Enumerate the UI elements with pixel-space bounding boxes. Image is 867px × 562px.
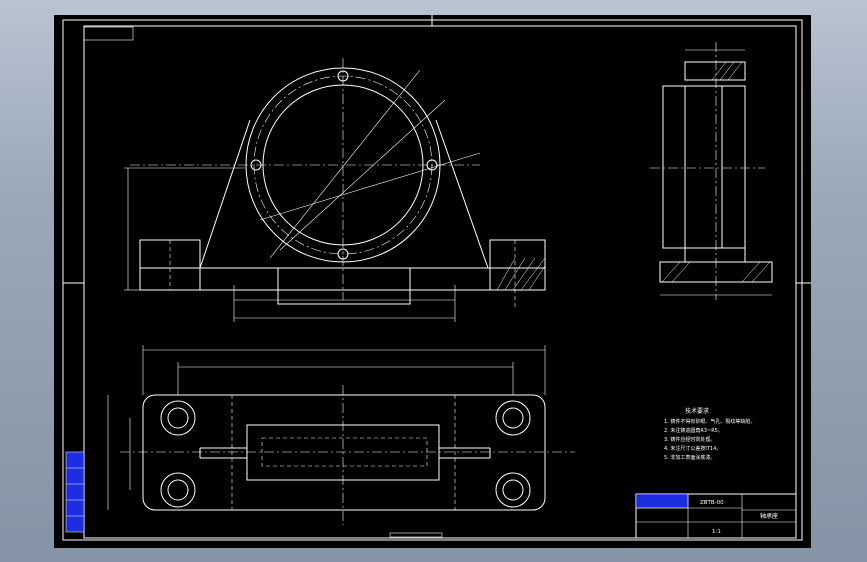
tech-note-3: 3. 铸件应经时效处理。 — [664, 436, 715, 443]
front-view-dimensions — [124, 167, 456, 322]
corner-code-box — [83, 26, 134, 41]
side-base-hatch — [661, 261, 771, 283]
bearing-inner-circle — [262, 84, 424, 246]
shaft-boss-outline — [246, 424, 440, 481]
inner-frame — [83, 25, 797, 539]
left-support-web — [199, 119, 251, 269]
bottom-scale-marker — [389, 532, 443, 538]
tech-title: 技术要求 — [685, 407, 709, 415]
top-hidden-edges — [231, 395, 456, 510]
tech-note-5: 5. 非加工表面涂底漆。 — [664, 454, 715, 461]
bottom-relief-cutout — [277, 267, 411, 305]
side-cap-top — [684, 61, 746, 81]
leader-line-2 — [279, 99, 446, 251]
title-block: ZBTB-00 轴承座 1:1 — [635, 493, 797, 539]
front-view — [130, 58, 546, 310]
side-view — [650, 42, 773, 300]
side-cap-hatch — [711, 61, 743, 81]
drawing-number: ZBTB-00 — [700, 500, 724, 506]
bolt-hole-left — [250, 159, 262, 171]
bolt-hole-bottom — [337, 248, 349, 260]
shaft-relief-outline — [261, 437, 428, 467]
technical-requirements-block: 技术要求 1. 铸件不得有砂眼、气孔、裂纹等缺陷。 2. 未注铸造圆角R3~R5… — [664, 407, 755, 461]
tech-note-4: 4. 未注尺寸公差按IT14。 — [664, 445, 721, 452]
bolt-hole-top — [337, 70, 349, 82]
tech-note-2: 2. 未注铸造圆角R3~R5。 — [664, 427, 723, 434]
bolt-hole-right — [426, 159, 438, 171]
title-block-frame — [635, 493, 797, 539]
title-block-blue-strip — [635, 493, 689, 509]
mounting-holes — [160, 400, 531, 508]
revision-strip — [65, 451, 85, 533]
leader-line-1 — [269, 69, 421, 259]
section-hatch — [496, 257, 546, 291]
right-foot — [489, 239, 546, 291]
tech-note-1: 1. 铸件不得有砂眼、气孔、裂纹等缺陷。 — [664, 418, 755, 425]
top-view — [107, 345, 575, 525]
leader-line-3 — [259, 152, 481, 221]
drawing-title: 轴承座 — [760, 512, 778, 520]
side-base — [659, 261, 773, 283]
centring-marks — [63, 15, 811, 284]
right-support-web — [435, 119, 489, 269]
base-plate-outline — [142, 394, 546, 511]
drawing-scale: 1:1 — [712, 529, 721, 535]
bolt-circle — [253, 75, 433, 255]
lug-right — [439, 447, 491, 459]
lug-left — [199, 447, 247, 459]
